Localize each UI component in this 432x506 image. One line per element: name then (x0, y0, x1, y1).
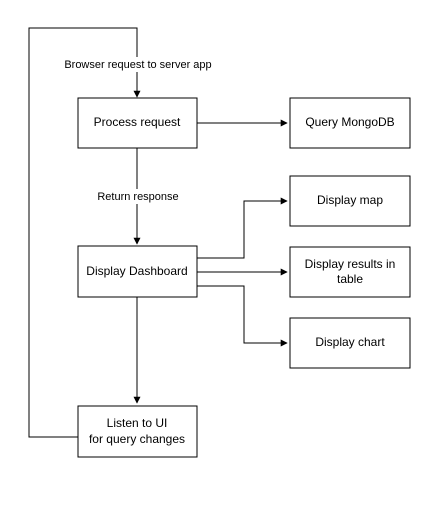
query-mongodb-node: Query MongoDB (289, 97, 411, 149)
display-results-label-line2: table (337, 272, 363, 286)
process-request-node: Process request (77, 97, 198, 149)
edge-label-bg (92, 189, 184, 204)
process-request-label: Process request (94, 115, 181, 129)
listen-ui-label-line1: Listen to UI (107, 416, 168, 430)
display-chart-node: Display chart (289, 317, 411, 369)
edge-label-bg (62, 57, 214, 72)
edge-label-return-response: Return response (97, 191, 178, 203)
display-chart-label: Display chart (315, 335, 385, 349)
display-results-label-line1: Display results in (305, 257, 396, 271)
display-dashboard-node: Display Dashboard (77, 245, 198, 298)
listen-ui-label-line2: for query changes (89, 432, 185, 446)
edge-label-browser-request: Browser request to server app (64, 59, 211, 71)
display-map-node: Display map (289, 175, 411, 227)
loop-back-edge (28, 27, 141, 438)
edge-dashboard-to-map (197, 197, 288, 259)
query-mongodb-label: Query MongoDB (305, 115, 394, 129)
display-results-table-node: Display results in table (289, 246, 411, 298)
display-dashboard-label: Display Dashboard (86, 264, 187, 278)
display-map-label: Display map (317, 193, 383, 207)
listen-ui-node: Listen to UI for query changes (77, 405, 198, 458)
edge-dashboard-to-chart (197, 285, 288, 347)
